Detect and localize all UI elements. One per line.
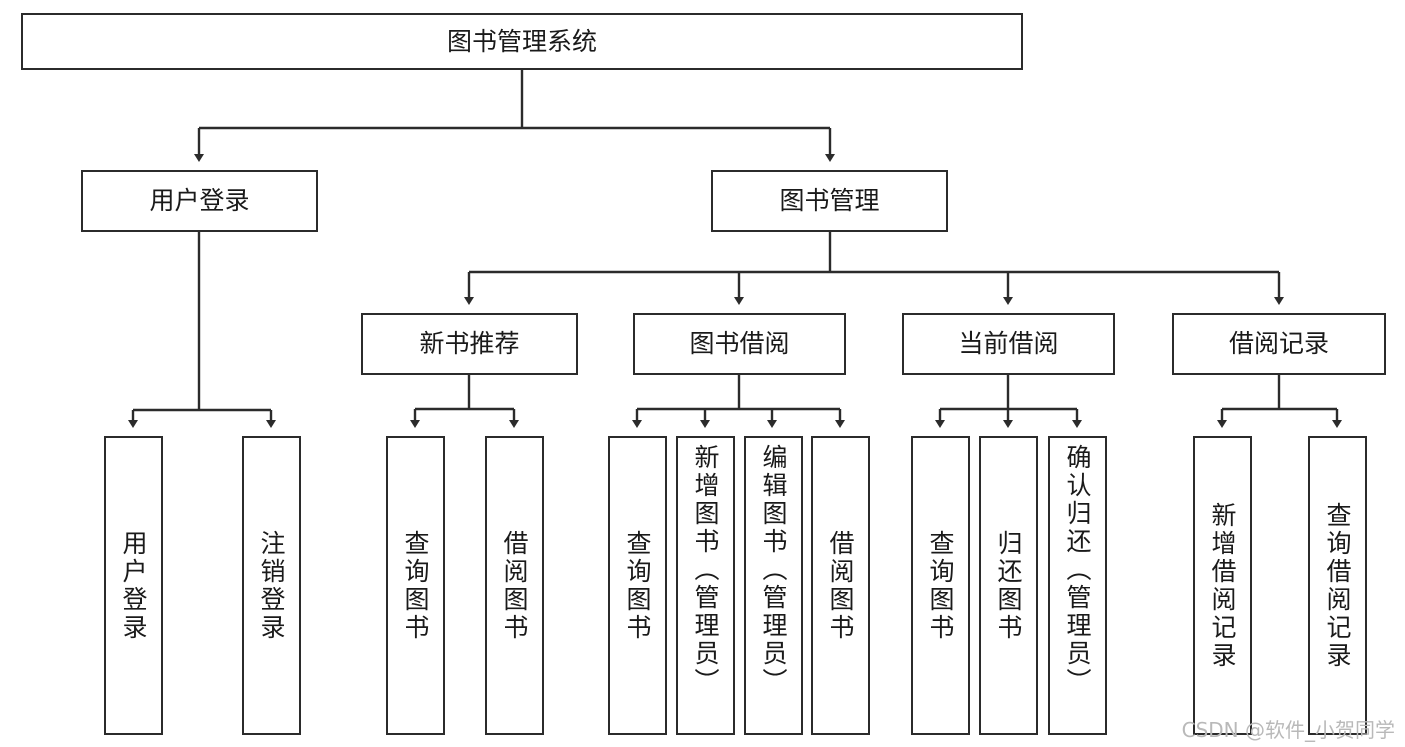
node-borrow-record-label: 借阅记录 [1228, 329, 1329, 358]
node-leaf-confirm-return-label: 确认归还（管理员） [1063, 444, 1092, 696]
node-book-borrow-label: 图书借阅 [689, 329, 790, 358]
node-leaf-query-book-2[interactable]: 查询图书 [608, 436, 667, 735]
node-leaf-query-record-label: 查询借阅记录 [1323, 501, 1352, 670]
node-book-manage[interactable]: 图书管理 [711, 170, 948, 232]
node-root[interactable]: 图书管理系统 [21, 13, 1023, 70]
node-new-book-rec[interactable]: 新书推荐 [361, 313, 578, 375]
node-book-borrow[interactable]: 图书借阅 [633, 313, 846, 375]
node-leaf-confirm-return[interactable]: 确认归还（管理员） [1048, 436, 1107, 735]
node-leaf-query-book-1-label: 查询图书 [401, 529, 430, 642]
node-user-login-label: 用户登录 [149, 186, 250, 215]
node-leaf-logout[interactable]: 注销登录 [242, 436, 301, 735]
node-leaf-add-record-label: 新增借阅记录 [1208, 501, 1237, 670]
watermark: CSDN @软件_小贺同学 [1181, 718, 1395, 742]
node-leaf-add-record[interactable]: 新增借阅记录 [1193, 436, 1252, 735]
node-user-login[interactable]: 用户登录 [81, 170, 318, 232]
node-leaf-edit-book-label: 编辑图书（管理员） [759, 444, 788, 696]
node-leaf-borrow-book-1-label: 借阅图书 [500, 529, 529, 642]
node-borrow-record[interactable]: 借阅记录 [1172, 313, 1386, 375]
node-leaf-query-record[interactable]: 查询借阅记录 [1308, 436, 1367, 735]
node-leaf-borrow-book-2-label: 借阅图书 [826, 529, 855, 642]
node-leaf-user-login[interactable]: 用户登录 [104, 436, 163, 735]
node-leaf-add-book[interactable]: 新增图书（管理员） [676, 436, 735, 735]
node-leaf-query-book-3[interactable]: 查询图书 [911, 436, 970, 735]
node-leaf-logout-label: 注销登录 [257, 529, 286, 642]
node-leaf-return-book-label: 归还图书 [994, 529, 1023, 642]
node-current-borrow[interactable]: 当前借阅 [902, 313, 1115, 375]
node-leaf-return-book[interactable]: 归还图书 [979, 436, 1038, 735]
node-leaf-user-login-label: 用户登录 [119, 529, 148, 642]
node-new-book-rec-label: 新书推荐 [419, 329, 520, 358]
node-root-label: 图书管理系统 [446, 26, 597, 56]
node-current-borrow-label: 当前借阅 [958, 329, 1059, 358]
node-leaf-query-book-1[interactable]: 查询图书 [386, 436, 445, 735]
node-leaf-edit-book[interactable]: 编辑图书（管理员） [744, 436, 803, 735]
node-leaf-borrow-book-1[interactable]: 借阅图书 [485, 436, 544, 735]
node-leaf-query-book-3-label: 查询图书 [926, 529, 955, 642]
node-leaf-borrow-book-2[interactable]: 借阅图书 [811, 436, 870, 735]
node-book-manage-label: 图书管理 [779, 186, 880, 215]
node-leaf-query-book-2-label: 查询图书 [623, 529, 652, 642]
node-leaf-add-book-label: 新增图书（管理员） [691, 444, 720, 696]
